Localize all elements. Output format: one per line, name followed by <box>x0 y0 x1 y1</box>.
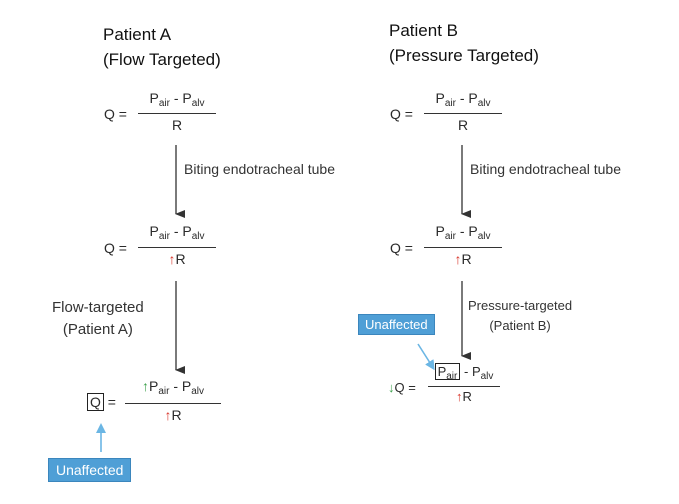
patient-b-step2-line1: Pressure-targeted <box>468 298 573 313</box>
alv-subscript: alv <box>480 371 494 382</box>
p-symbol: P <box>471 364 481 379</box>
alv-subscript: alv <box>191 98 205 109</box>
patient-a-formula-1: Q = Pair - Palv R <box>104 90 264 140</box>
alv-subscript: alv <box>477 98 491 109</box>
air-subscript: air <box>446 371 458 382</box>
decrease-arrow-icon: ↓ <box>388 380 395 395</box>
fraction-bar <box>138 113 216 114</box>
patient-b-title-line2: (Pressure Targeted) <box>389 46 539 65</box>
alv-subscript: alv <box>191 386 205 397</box>
patient-b-pointer-arrow <box>417 343 435 371</box>
air-subscript: air <box>158 98 170 109</box>
minus-sign: - <box>173 223 179 239</box>
patient-b-step1-label: Biting endotracheal tube <box>470 161 621 177</box>
increase-arrow-icon: ↑ <box>454 251 462 267</box>
patient-b-title: Patient B (Pressure Targeted) <box>389 18 539 68</box>
patient-a-unaffected-badge: Unaffected <box>48 458 132 482</box>
equals-sign: = <box>408 380 416 395</box>
increase-arrow-icon: ↑ <box>141 378 149 394</box>
minus-sign: - <box>173 378 178 394</box>
increase-arrow-icon: ↑ <box>164 407 172 423</box>
patient-b-formula-1: Q = Pair - Palv R <box>390 90 550 140</box>
fraction-bar <box>424 247 502 248</box>
flow-q: Q <box>104 106 115 122</box>
p-symbol: P <box>149 90 159 106</box>
flow-q-boxed: Q <box>87 393 104 411</box>
patient-a-title-line2: (Flow Targeted) <box>103 50 221 69</box>
resistance-r: R <box>461 251 472 267</box>
patient-a-title: Patient A (Flow Targeted) <box>103 22 221 72</box>
patient-a-step1-label: Biting endotracheal tube <box>184 161 335 177</box>
resistance-r: R <box>171 117 183 133</box>
increase-arrow-icon: ↑ <box>456 389 463 404</box>
alv-subscript: alv <box>191 231 205 242</box>
equals-sign: = <box>404 106 413 122</box>
minus-sign: - <box>173 90 179 106</box>
p-symbol: P <box>149 223 159 239</box>
fraction-bar <box>138 247 216 248</box>
patient-a-step2-line1: Flow-targeted <box>52 299 144 316</box>
resistance-r: R <box>462 389 472 404</box>
patient-a-step2-line2: (Patient A) <box>62 321 133 338</box>
patient-b-step2-label: Pressure-targeted (Patient B) <box>468 296 572 336</box>
alv-subscript: alv <box>477 231 491 242</box>
equals-sign: = <box>404 240 413 256</box>
p-symbol: P <box>437 364 447 379</box>
fraction-bar <box>428 386 500 387</box>
minus-sign: - <box>459 90 465 106</box>
patient-b-formula-2: Q = Pair - Palv ↑R <box>390 223 550 275</box>
air-subscript: air <box>444 98 456 109</box>
patient-a-title-line1: Patient A <box>103 25 172 44</box>
fraction-bar <box>125 403 221 404</box>
resistance-r: R <box>171 407 182 423</box>
p-symbol: P <box>468 90 478 106</box>
p-symbol: P <box>468 223 478 239</box>
flow-q: Q <box>390 106 401 122</box>
flow-q: Q <box>394 380 405 395</box>
p-symbol: P <box>182 90 192 106</box>
minus-sign: - <box>459 223 465 239</box>
equals-sign: = <box>118 106 127 122</box>
patient-b-unaffected-badge: Unaffected <box>358 314 435 335</box>
patient-a-step2-label: Flow-targeted (Patient A) <box>52 297 144 341</box>
p-symbol: P <box>181 378 192 394</box>
patient-b-title-line1: Patient B <box>389 21 458 40</box>
resistance-r: R <box>175 251 186 267</box>
p-symbol: P <box>435 223 445 239</box>
air-subscript: air <box>444 231 456 242</box>
equals-sign: = <box>107 394 116 410</box>
minus-sign: - <box>463 364 469 379</box>
p-symbol: P <box>148 378 159 394</box>
resistance-r: R <box>457 117 469 133</box>
patient-b-step2-line2: (Patient B) <box>489 318 551 333</box>
increase-arrow-icon: ↑ <box>168 251 176 267</box>
p-symbol: P <box>435 90 445 106</box>
flow-q: Q <box>390 240 401 256</box>
patient-a-formula-3: Q = ↑Pair - Palv ↑R <box>87 378 247 432</box>
p-symbol: P <box>182 223 192 239</box>
patient-a-formula-2: Q = Pair - Palv ↑R <box>104 223 264 275</box>
fraction-bar <box>424 113 502 114</box>
air-subscript: air <box>158 231 170 242</box>
flow-q: Q <box>104 240 115 256</box>
equals-sign: = <box>118 240 127 256</box>
air-subscript: air <box>158 386 170 397</box>
patient-b-formula-3: ↓Q = Pair - Palv ↑R <box>388 363 548 414</box>
